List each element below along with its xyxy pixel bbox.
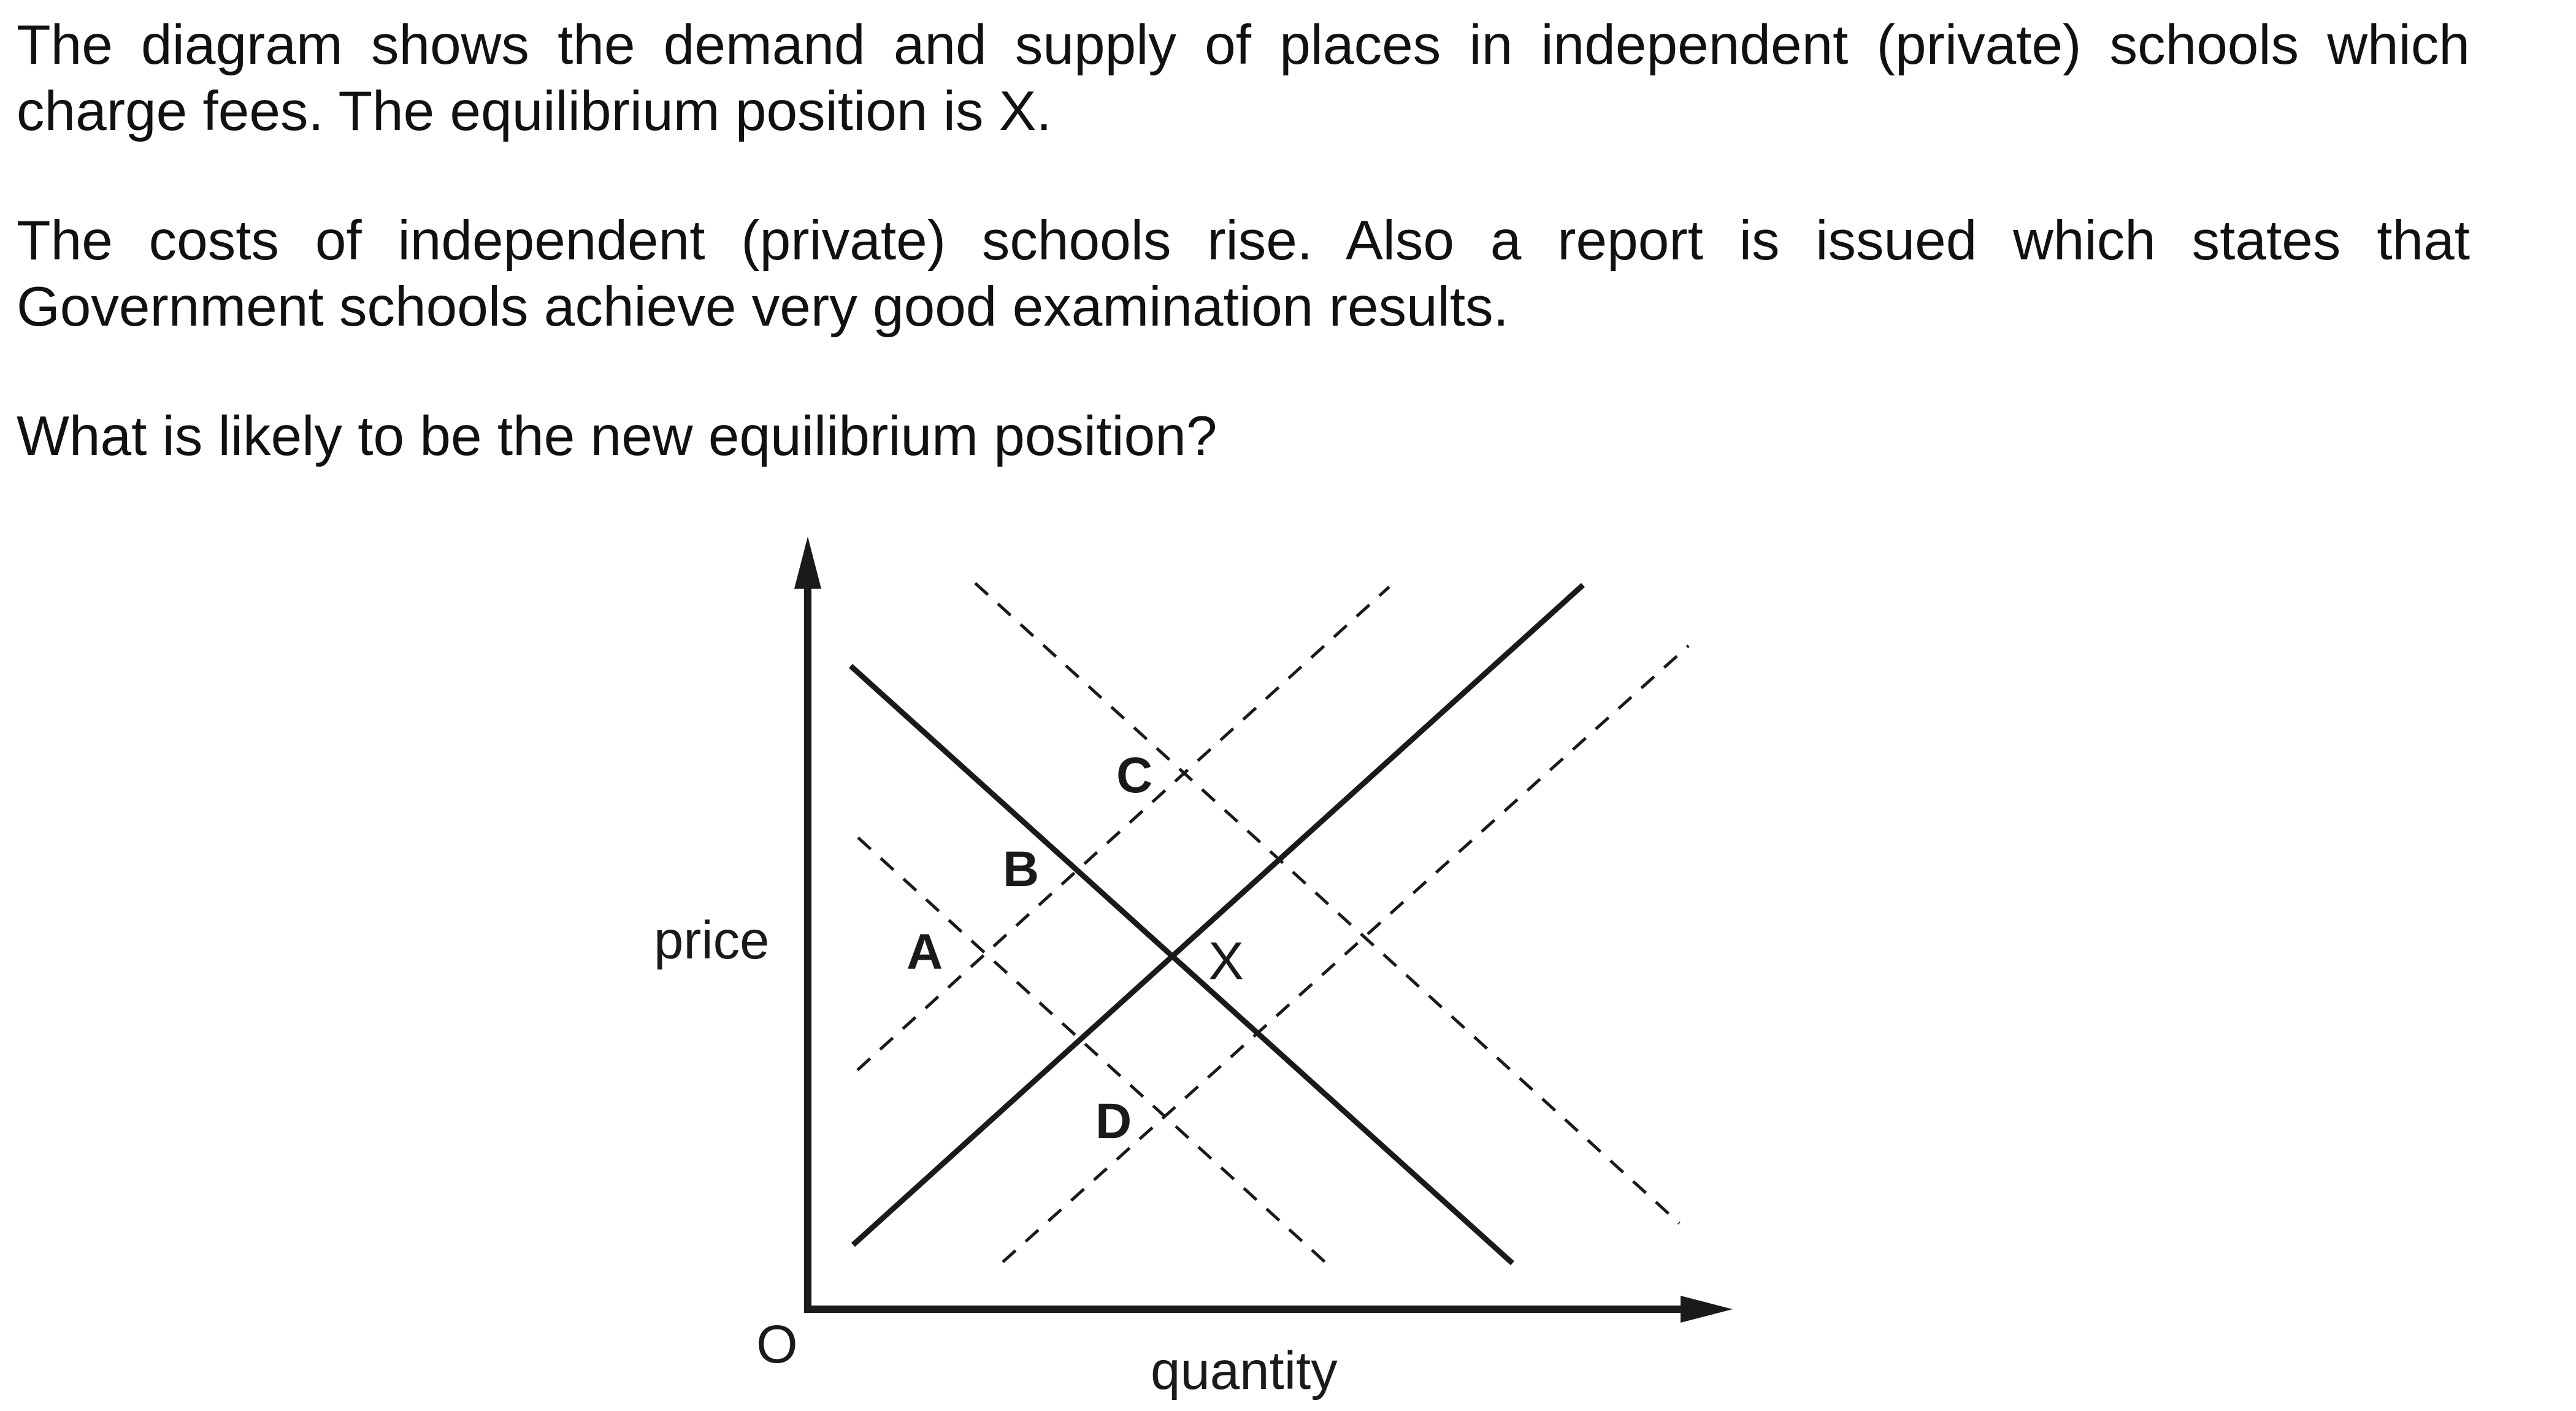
demand-curve — [848, 663, 1515, 1266]
point-a-label: A — [907, 924, 943, 980]
x-axis-arrowhead — [1681, 1296, 1733, 1323]
supply-curve — [851, 583, 1585, 1247]
point-x-label: X — [1208, 931, 1244, 991]
supply-curve-right-shifted — [1002, 644, 1690, 1263]
point-c-label: C — [1116, 748, 1152, 803]
x-axis-label: quantity — [1151, 1341, 1338, 1401]
supply-curve-left-shifted — [856, 586, 1390, 1071]
origin-label: O — [756, 1315, 798, 1374]
question-paragraph-3: What is likely to be the new equilibrium… — [17, 405, 1217, 467]
y-axis-label: price — [654, 911, 770, 970]
point-d-label: D — [1095, 1093, 1132, 1149]
y-axis-arrowhead — [794, 537, 821, 589]
question-paragraph-1: The diagram shows the demand and supply … — [17, 14, 2470, 142]
question-paragraph-2: The costs of independent (private) schoo… — [17, 210, 2470, 338]
demand-curve-left-shifted — [857, 836, 1331, 1268]
point-b-label: B — [1003, 841, 1039, 897]
question-text: The diagram shows the demand and supply … — [17, 12, 2470, 533]
demand-curve-right-shifted — [974, 582, 1681, 1225]
